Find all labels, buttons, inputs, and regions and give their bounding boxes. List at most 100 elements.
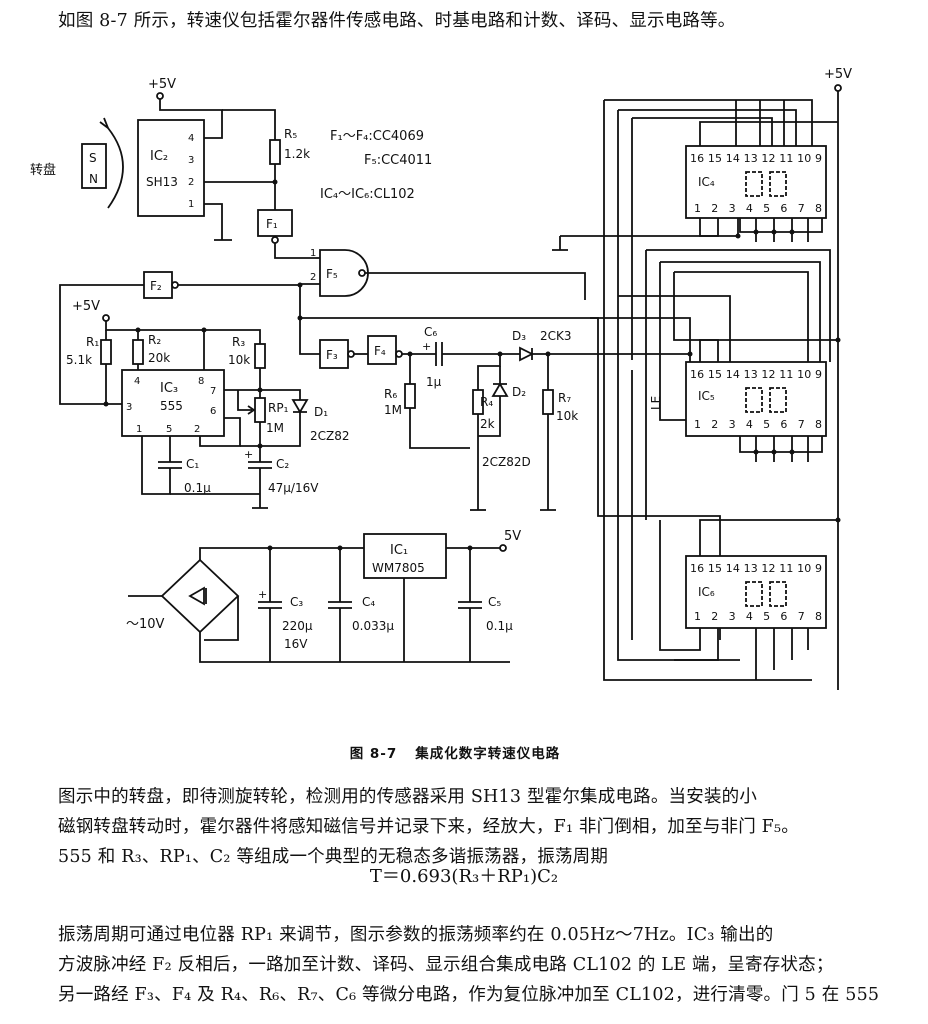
label-d3-type: 2CK3	[540, 329, 572, 343]
label-ic2-type: SH13	[146, 175, 178, 189]
ic1-box	[363, 533, 447, 579]
label-r6: R₆	[384, 387, 397, 401]
label-r6-val: 1M	[384, 403, 402, 417]
label-f4: F₄	[374, 344, 386, 358]
label-c6: C₆	[424, 325, 437, 339]
ic5-pins-top: 16 15 14 13 12 11 10 9	[690, 368, 822, 381]
ic3-box	[121, 369, 225, 437]
body2-line-3: 另一路经 F₃、F₄ 及 R₄、R₆、R₇、C₆ 等微分电路，作为复位脉冲加至 …	[58, 985, 880, 1005]
label-c4: C₄	[362, 595, 375, 609]
label-c1: C₁	[186, 457, 199, 471]
resistor-r1	[100, 339, 112, 365]
label-f2: F₂	[150, 279, 162, 293]
label-rp1-val: 1M	[266, 421, 284, 435]
label-ac-in: ～10V	[126, 617, 165, 632]
potentiometer-rp1	[254, 397, 266, 423]
label-r4-val: 2k	[480, 417, 495, 431]
ic6-block: 16 15 14 13 12 11 10 9 IC₆ 1 2 3 4 5 6 7…	[685, 555, 827, 629]
ic3-pin4: 4	[134, 376, 140, 387]
label-r1: R₁	[86, 335, 99, 349]
label-r3-val: 10k	[228, 353, 250, 367]
f5-in2: 2	[310, 272, 316, 283]
plus-c6: +	[422, 340, 431, 353]
label-ic1: IC₁	[390, 543, 408, 558]
legend-line1: F₁～F₄:CC4069	[330, 129, 424, 144]
ic4-box	[685, 145, 827, 219]
body1-line-1: 图示中的转盘，即待测旋转轮，检测用的传感器采用 SH13 型霍尔集成电路。当安装…	[58, 787, 758, 807]
circuit-diagram: +5V IC₂ SH13 4 3 2 1 S N 转盘 R₅ 1.2k F₁ F…	[30, 67, 852, 690]
label-d3: D₃	[512, 329, 526, 343]
label-c2: C₂	[276, 457, 289, 471]
ic4-pins-top: 16 15 14 13 12 11 10 9	[690, 152, 822, 165]
label-rp1: RP₁	[268, 401, 289, 415]
plus-c2: +	[244, 448, 253, 461]
label-c3-volt: 16V	[284, 637, 308, 651]
body2-line-2: 方波脉冲经 F₂ 反相后，一路加至计数、译码、显示组合集成电路 CL102 的 …	[58, 955, 834, 975]
label-d2: D₂	[512, 385, 526, 399]
plus-c3: +	[258, 588, 267, 601]
ic3-pin5: 5	[166, 424, 172, 435]
label-le: LE	[649, 396, 663, 410]
body1-line-2: 磁钢转盘转动时，霍尔器件将感知磁信号并记录下来，经放大，F₁ 非门倒相，加至与非…	[58, 817, 799, 837]
label-d1-type: 2CZ82	[310, 429, 350, 443]
label-ic3-type: 555	[160, 399, 183, 413]
label-v5-left: +5V	[72, 299, 100, 314]
body-paragraph-1: 图示中的转盘，即待测旋转轮，检测用的传感器采用 SH13 型霍尔集成电路。当安装…	[58, 782, 908, 872]
diode-d2	[491, 382, 509, 397]
label-f1: F₁	[266, 217, 278, 231]
legend-line2: F₅:CC4011	[364, 153, 432, 168]
ic6-pins-top: 16 15 14 13 12 11 10 9	[690, 562, 822, 575]
body-paragraph-2: 振荡周期可通过电位器 RP₁ 来调节，图示参数的振荡频率约在 0.05Hz～7H…	[58, 920, 908, 1010]
body1-line-3: 555 和 R₃、RP₁、C₂ 等组成一个典型的无稳态多谐振荡器，振荡周期	[58, 847, 609, 867]
ic2-pin1: 1	[188, 199, 194, 210]
gate-f3	[319, 339, 349, 369]
label-r7: R₇	[558, 391, 571, 405]
ic6-pins-bottom: 1 2 3 4 5 6 7 8	[694, 610, 822, 623]
ic2-box	[137, 119, 205, 217]
label-magnet-s: S	[89, 151, 97, 165]
label-r4: R₄	[480, 395, 493, 409]
label-c3-val: 220μ	[282, 619, 313, 633]
label-ic4: IC₄	[698, 175, 715, 189]
figure-caption: 图 8-7 集成化数字转速仪电路	[0, 742, 928, 762]
v5-top-terminal	[156, 92, 164, 100]
figure-caption-text: 集成化数字转速仪电路	[415, 746, 561, 762]
ic3-pin2: 2	[194, 424, 200, 435]
ic4-pins-bottom: 1 2 3 4 5 6 7 8	[694, 202, 822, 215]
bridge-diode	[188, 586, 207, 606]
label-ic2: IC₂	[150, 149, 168, 164]
label-r5: R₅	[284, 127, 297, 141]
resistor-r5	[269, 139, 281, 165]
formula: T＝0.693(R₃＋RP₁)C₂	[369, 866, 559, 887]
body2-line-1: 振荡周期可通过电位器 RP₁ 来调节，图示参数的振荡频率约在 0.05Hz～7H…	[58, 925, 774, 945]
ic4-display	[745, 171, 787, 197]
ic3-pin8: 8	[198, 376, 204, 387]
label-ic6: IC₆	[698, 585, 715, 599]
ic3-pin6: 6	[210, 406, 216, 417]
label-turntable: 转盘	[30, 162, 56, 178]
figure-number: 图 8-7	[349, 746, 398, 762]
ic2-pin4: 4	[188, 133, 194, 144]
label-r5-val: 1.2k	[284, 147, 310, 161]
magnet	[81, 143, 107, 189]
ic5-pins-bottom: 1 2 3 4 5 6 7 8	[694, 418, 822, 431]
label-f5: F₅	[326, 267, 338, 281]
label-r2-val: 20k	[148, 351, 170, 365]
legend-line3: IC₄～IC₆:CL102	[320, 187, 415, 202]
label-v5-right: +5V	[824, 67, 852, 82]
label-r3: R₃	[232, 335, 245, 349]
resistor-r3	[254, 343, 266, 369]
ic5-box	[685, 361, 827, 437]
label-c6-val: 1μ	[426, 375, 442, 389]
label-ic1-type: WM7805	[372, 561, 425, 575]
label-v5-out: 5V	[504, 529, 521, 544]
label-v5-top: +5V	[148, 77, 176, 92]
ic3-pin3: 3	[126, 402, 132, 413]
gate-f4	[367, 335, 397, 365]
label-c5: C₅	[488, 595, 501, 609]
label-r7-val: 10k	[556, 409, 578, 423]
intro-paragraph: 如图 8-7 所示，转速仪包括霍尔器件传感电路、时基电路和计数、译码、显示电路等…	[58, 6, 908, 36]
gate-f1	[257, 209, 293, 237]
label-ic3: IC₃	[160, 381, 178, 396]
f5-in1: 1	[310, 248, 316, 259]
